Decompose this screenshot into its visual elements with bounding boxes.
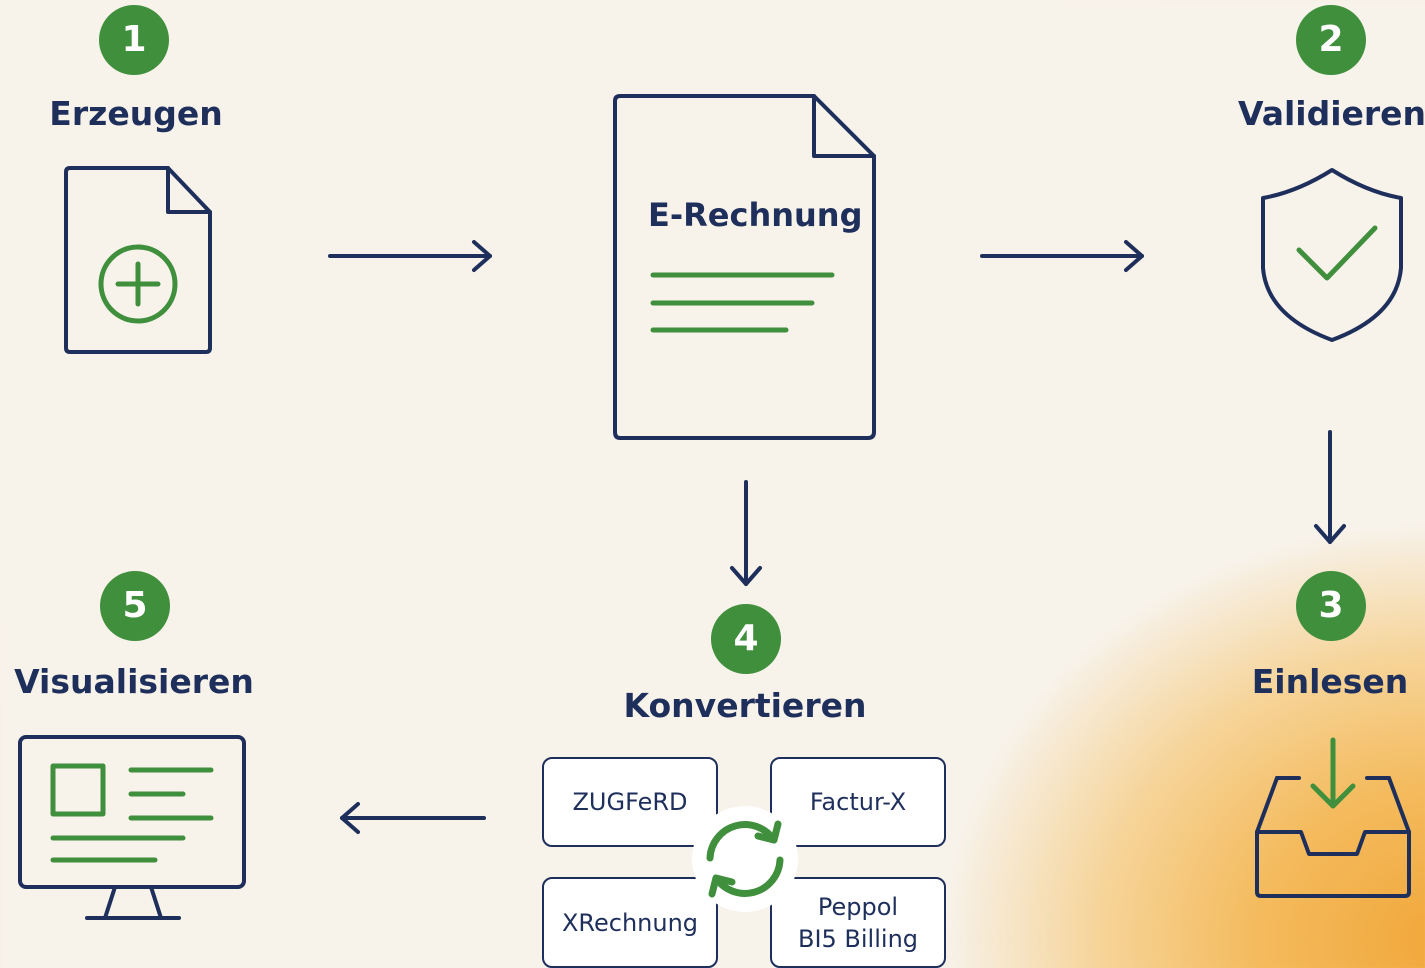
step-4-badge: 4 — [711, 604, 781, 674]
refresh-cycle-icon — [706, 820, 784, 898]
format-label-factur-x: Factur-X — [809, 788, 907, 816]
arrow-konvertieren-to-visualisieren — [340, 802, 486, 834]
arrow-validieren-to-einlesen — [1314, 430, 1346, 544]
arrow-erzeugen-to-erechnung — [328, 240, 492, 272]
step-4-label: Konvertieren — [623, 686, 867, 725]
step-3-badge: 3 — [1296, 571, 1366, 641]
e-rechnung-document-icon — [613, 94, 876, 440]
inbox-download-icon — [1255, 737, 1411, 898]
format-label-peppol: Peppol BI5 Billing — [797, 892, 919, 953]
step-3-label: Einlesen — [1251, 662, 1409, 701]
format-box-xrechnung: XRechnung — [542, 877, 718, 968]
format-label-xrechnung: XRechnung — [561, 908, 699, 937]
step-2-label: Validieren — [1237, 94, 1425, 133]
step-1-badge: 1 — [99, 5, 169, 75]
step-2-badge: 2 — [1296, 5, 1366, 75]
document-plus-icon — [64, 166, 212, 354]
step-5-badge: 5 — [100, 571, 170, 641]
step-1-label: Erzeugen — [49, 94, 223, 133]
monitor-icon — [18, 735, 246, 920]
e-rechnung-title: E-Rechnung — [648, 196, 863, 234]
format-box-peppol: Peppol BI5 Billing — [770, 877, 946, 968]
step-5-label: Visualisieren — [14, 662, 254, 701]
arrow-erechnung-to-konvertieren — [730, 480, 762, 586]
shield-check-icon — [1261, 168, 1403, 342]
format-box-factur-x: Factur-X — [770, 757, 946, 847]
format-box-zugferd: ZUGFeRD — [542, 757, 718, 847]
arrow-erechnung-to-validieren — [980, 240, 1144, 272]
format-label-zugferd: ZUGFeRD — [572, 788, 688, 816]
